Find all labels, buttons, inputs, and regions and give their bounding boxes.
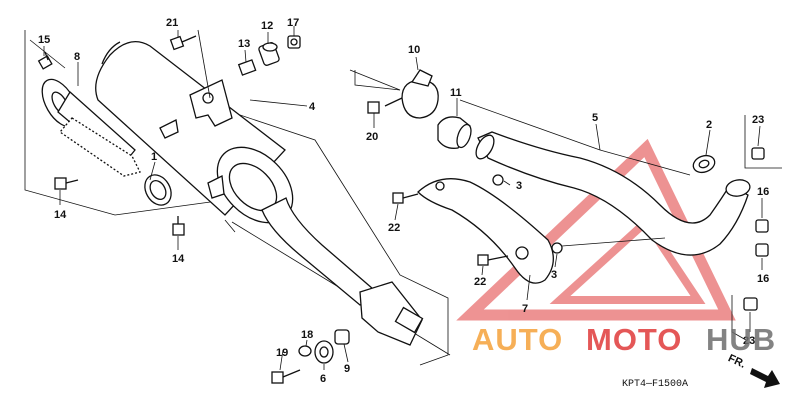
callout-9: 9 <box>344 363 350 375</box>
nut-3-lower <box>551 237 666 254</box>
bolt-19 <box>271 369 301 384</box>
nut-17 <box>287 35 301 49</box>
diagram-code: KPT4—F1500A <box>622 379 688 390</box>
assembly-frame-right <box>349 69 691 176</box>
callout-12: 12 <box>261 20 273 32</box>
callout-5: 5 <box>592 112 598 124</box>
brand-auto: AUTO <box>472 322 563 357</box>
exhaust-clamp <box>367 69 439 119</box>
callout-14-lower: 14 <box>172 253 185 265</box>
gasket-ring-left <box>144 174 172 206</box>
front-arrow-icon: FR. <box>726 352 780 388</box>
brand-moto: MOTO <box>586 322 682 357</box>
bolt-14-lower <box>172 216 185 236</box>
bolt-14-left <box>54 177 79 190</box>
brand-hub: HUB <box>706 322 776 357</box>
callout-1: 1 <box>151 151 157 163</box>
callout-22-upper: 22 <box>388 222 400 234</box>
gasket-2 <box>692 154 716 174</box>
washer-18 <box>298 345 312 357</box>
callout-21: 21 <box>166 17 178 29</box>
pipe-protector <box>417 178 554 284</box>
callout-16-lower: 16 <box>757 273 769 285</box>
callout-19: 19 <box>276 347 288 359</box>
callout-14-left: 14 <box>54 209 67 221</box>
callout-17: 17 <box>287 17 299 29</box>
joint-pipe <box>261 197 424 346</box>
silencer <box>95 40 294 224</box>
callout-4: 4 <box>309 101 316 113</box>
callout-15: 15 <box>38 34 50 46</box>
callout-3-lower: 3 <box>551 269 557 281</box>
callout-2: 2 <box>706 119 712 131</box>
collar-9 <box>334 329 350 345</box>
spark-arrester <box>59 117 141 177</box>
collar-13 <box>237 59 257 76</box>
callout-10: 10 <box>408 44 420 56</box>
bolt-22-lower <box>477 254 509 266</box>
callout-16-upper: 16 <box>757 186 769 198</box>
callout-22-lower: 22 <box>474 276 486 288</box>
callout-23-lower: 23 <box>743 335 755 347</box>
callout-8: 8 <box>74 51 80 63</box>
callout-11: 11 <box>450 87 462 99</box>
clip-bracket-left <box>159 119 225 199</box>
callout-7: 7 <box>522 303 528 315</box>
stud-16-lower <box>755 243 769 257</box>
callout-labels: 15 8 1 14 14 21 13 12 17 4 18 19 6 9 10 … <box>38 17 769 385</box>
exhaust-pipe <box>475 131 751 256</box>
bolt-22-upper <box>392 192 419 204</box>
rubber-12 <box>258 42 280 66</box>
grommet-6 <box>314 340 334 364</box>
exhaust-gasket <box>437 116 472 149</box>
callout-18: 18 <box>301 329 313 341</box>
bolt-21 <box>169 29 211 99</box>
leader-lines <box>43 26 763 371</box>
callout-20: 20 <box>366 131 378 143</box>
callout-6: 6 <box>320 373 326 385</box>
watermark-brand: AUTO MOTO HUB <box>472 322 776 357</box>
callout-13: 13 <box>238 38 250 50</box>
stud-16-upper <box>755 219 769 233</box>
bracket-23-box <box>731 115 782 341</box>
bolt-15 <box>37 51 53 70</box>
callout-23-upper: 23 <box>752 114 764 126</box>
silencer-bracket <box>189 79 233 127</box>
nut-3-upper <box>492 174 504 186</box>
callout-3-upper: 3 <box>516 180 522 192</box>
